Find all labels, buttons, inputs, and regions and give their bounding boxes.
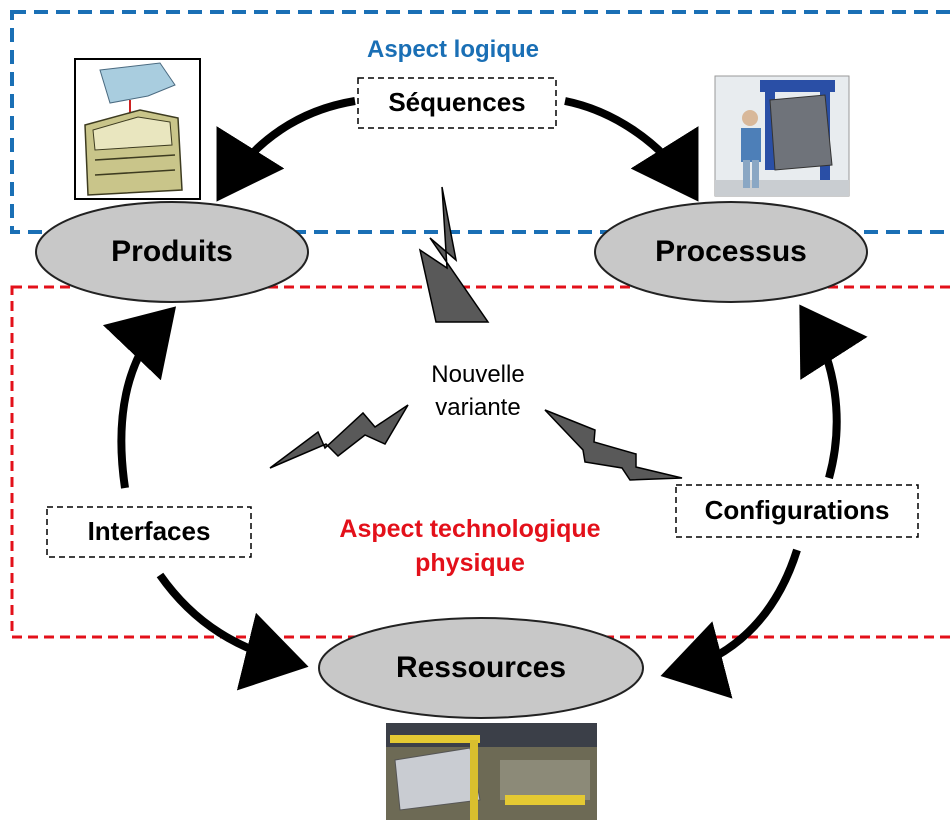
arrow-sequences-to-produits [216,97,356,202]
assembly-line-photo-icon [386,723,597,820]
processus-label: Processus [655,235,807,268]
produits-node [35,201,309,303]
configurations-box [675,484,919,538]
sequences-box [357,77,557,129]
produits-label: Produits [111,235,233,268]
arrow-configurations-to-ressources [660,548,801,699]
lightning-icon [418,186,490,323]
arrow-configurations-to-processus [799,304,868,480]
ressources-label: Ressources [395,651,567,684]
arrow-interfaces-to-produits [102,306,177,489]
ressources-node [318,617,644,719]
aspect-technologique-line1: Aspect technologique [339,515,601,543]
variante-line: variante [435,394,521,421]
aspect-technologique-label: Aspect technologique physique [300,512,640,580]
arrow-interfaces-to-ressources [156,572,309,691]
interfaces-box [46,506,252,558]
arrow-sequences-to-processus [564,97,699,202]
car-door-cad-icon [74,58,201,200]
sequences-label: Séquences [388,87,526,117]
lightning-icon [544,409,683,481]
processus-node [594,201,868,303]
configurations-label: Configurations [704,495,890,525]
operator-assembly-photo-icon [714,75,850,197]
aspect-logique-frame [10,10,951,234]
nouvelle-variante-label: Nouvelle variante [398,358,558,424]
lightning-icon [269,404,409,469]
interfaces-label: Interfaces [87,516,211,546]
aspect-technologique-frame [10,285,951,639]
aspect-technologique-line2: physique [415,549,525,577]
nouvelle-line: Nouvelle [431,361,525,388]
aspect-logique-label: Aspect logique [366,36,540,63]
